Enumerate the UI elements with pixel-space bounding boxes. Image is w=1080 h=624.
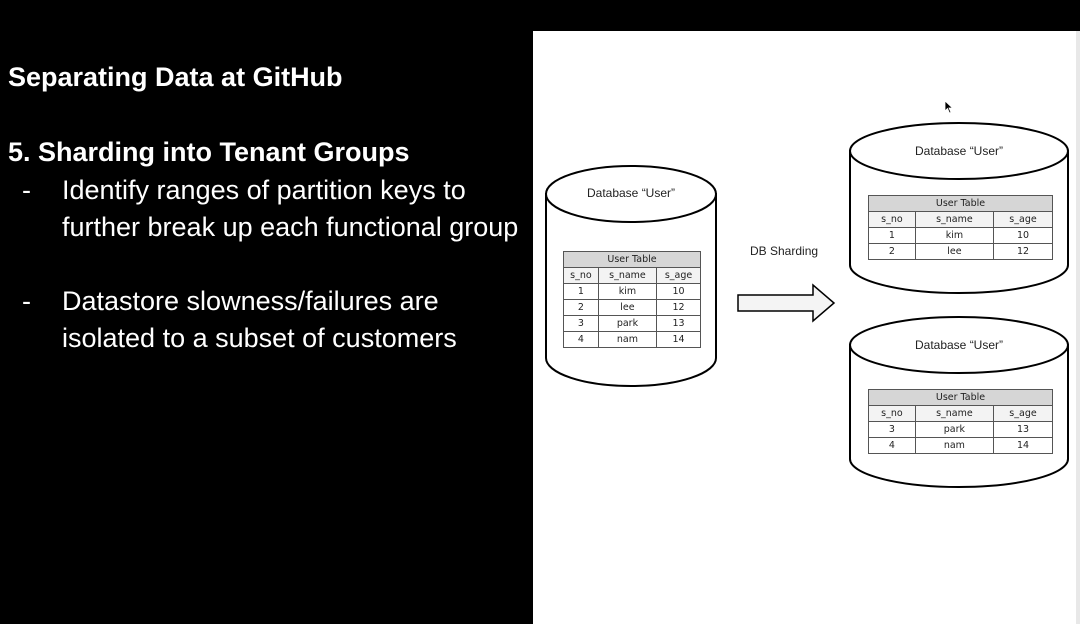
bullet-item: - Datastore slowness/failures are isolat…	[22, 283, 522, 357]
table-cell: lee	[914, 243, 995, 260]
bullet-text: Datastore slowness/failures are isolated…	[62, 286, 457, 353]
table-cell: 12	[993, 243, 1053, 260]
mouse-cursor-icon	[944, 100, 954, 114]
table-cell: nam	[914, 437, 995, 454]
shard-1-user-table: User Table s_no s_name s_age 1 kim 10 2 …	[868, 195, 1053, 260]
table-caption: User Table	[868, 389, 1053, 406]
sharding-arrow	[737, 283, 836, 323]
table-row: 2 lee 12	[563, 299, 701, 316]
table-cell: 2	[563, 299, 599, 316]
table-cell: park	[597, 315, 658, 332]
table-row: 2 lee 12	[868, 243, 1053, 260]
table-cell: kim	[597, 283, 658, 300]
table-row: 4 nam 14	[868, 437, 1053, 454]
sharding-arrow-label: DB Sharding	[750, 244, 819, 258]
table-cell: park	[914, 421, 995, 438]
table-cell: 3	[868, 421, 916, 438]
shard-2-db-label: Database “User”	[915, 338, 1003, 352]
table-row: 3 park 13	[868, 421, 1053, 438]
table-cell: 10	[656, 283, 701, 300]
table-caption: User Table	[563, 251, 701, 268]
table-cell: 10	[993, 227, 1053, 244]
bullet-text: Identify ranges of partition keys to fur…	[62, 175, 519, 242]
column-header: s_age	[993, 211, 1053, 228]
table-cell: 2	[868, 243, 916, 260]
slide-title: Separating Data at GitHub	[8, 62, 343, 92]
column-header: s_name	[914, 211, 995, 228]
table-cell: 14	[656, 331, 701, 348]
table-cell: 4	[563, 331, 599, 348]
column-header: s_name	[597, 267, 658, 284]
column-header: s_no	[868, 211, 916, 228]
shard-1-db-label: Database “User”	[915, 144, 1003, 158]
table-cell: kim	[914, 227, 995, 244]
column-header: s_age	[993, 405, 1053, 422]
shard-2-user-table: User Table s_no s_name s_age 3 park 13 4…	[868, 389, 1053, 454]
column-header: s_no	[868, 405, 916, 422]
column-header: s_no	[563, 267, 599, 284]
table-cell: lee	[597, 299, 658, 316]
source-user-table: User Table s_no s_name s_age 1 kim 10 2 …	[563, 251, 701, 348]
sharding-diagram: Database “User” Database “User” Database…	[533, 31, 1080, 624]
table-cell: 4	[868, 437, 916, 454]
table-row: 1 kim 10	[563, 283, 701, 300]
table-cell: 1	[563, 283, 599, 300]
table-cell: 12	[656, 299, 701, 316]
table-cell: 1	[868, 227, 916, 244]
table-cell: 3	[563, 315, 599, 332]
column-header: s_name	[914, 405, 995, 422]
table-row: 1 kim 10	[868, 227, 1053, 244]
table-cell: 14	[993, 437, 1053, 454]
table-row: 3 park 13	[563, 315, 701, 332]
table-row: 4 nam 14	[563, 331, 701, 348]
section-heading: 5. Sharding into Tenant Groups	[8, 137, 410, 167]
bullet-marker: -	[22, 175, 31, 205]
table-caption: User Table	[868, 195, 1053, 212]
source-db-label: Database “User”	[587, 186, 675, 200]
column-header: s_age	[656, 267, 701, 284]
bullet-item: - Identify ranges of partition keys to f…	[22, 172, 522, 246]
table-cell: nam	[597, 331, 658, 348]
table-cell: 13	[993, 421, 1053, 438]
bullet-marker: -	[22, 286, 31, 316]
table-cell: 13	[656, 315, 701, 332]
slide-text-area: Separating Data at GitHub 5. Sharding in…	[0, 0, 530, 624]
